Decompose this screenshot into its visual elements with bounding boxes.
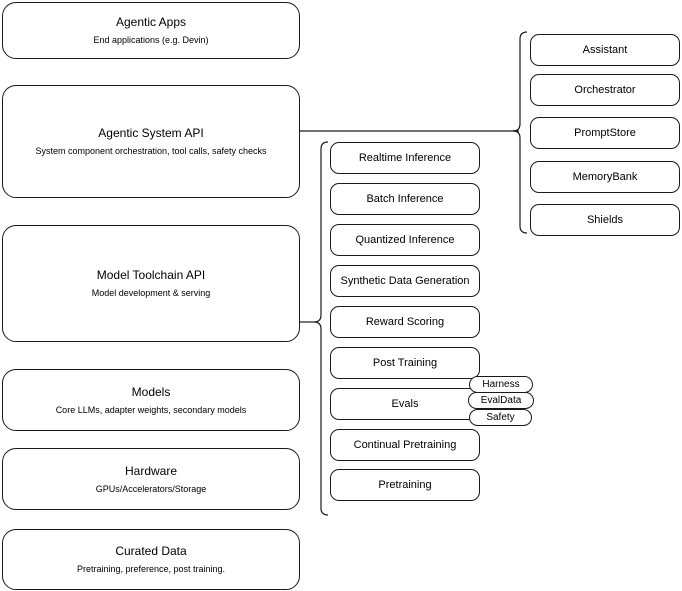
layer-title: Agentic Apps: [115, 15, 187, 29]
system-box-memorybank[interactable]: MemoryBank: [530, 161, 680, 193]
toolchain-label: Quantized Inference: [355, 234, 455, 246]
system-box-promptstore[interactable]: PromptStore: [530, 117, 680, 149]
layer-box-agentic-apps[interactable]: Agentic Apps End applications (e.g. Devi…: [2, 2, 300, 59]
toolchain-box-pretraining[interactable]: Pretraining: [330, 469, 480, 501]
system-box-assistant[interactable]: Assistant: [530, 34, 680, 66]
layer-subtitle: System component orchestration, tool cal…: [35, 146, 267, 156]
eval-tag-evaldata[interactable]: EvalData: [468, 392, 534, 409]
toolchain-box-realtime-inference[interactable]: Realtime Inference: [330, 142, 480, 174]
eval-tag-safety[interactable]: Safety: [469, 409, 532, 426]
toolchain-box-evals[interactable]: Evals: [330, 388, 480, 420]
system-label: Shields: [586, 214, 624, 226]
system-label: Assistant: [582, 44, 628, 56]
bracket-toolchain-components: [313, 141, 329, 516]
toolchain-label: Pretraining: [378, 479, 432, 491]
layer-title: Agentic System API: [98, 126, 204, 140]
eval-tag-label: Harness: [482, 378, 520, 390]
toolchain-label: Batch Inference: [366, 193, 444, 205]
layer-box-curated-data[interactable]: Curated Data Pretraining, preference, po…: [2, 529, 300, 590]
toolchain-label: Post Training: [372, 357, 438, 369]
layer-box-hardware[interactable]: Hardware GPUs/Accelerators/Storage: [2, 448, 300, 510]
toolchain-box-quantized-inference[interactable]: Quantized Inference: [330, 224, 480, 256]
toolchain-label: Reward Scoring: [365, 316, 445, 328]
toolchain-label: Evals: [391, 398, 419, 410]
system-label: Orchestrator: [574, 84, 636, 96]
layer-subtitle: Pretraining, preference, post training.: [76, 564, 226, 574]
eval-tag-label: EvalData: [480, 394, 522, 406]
toolchain-label: Realtime Inference: [358, 152, 452, 164]
system-label: PromptStore: [574, 127, 636, 139]
layer-title: Models: [131, 384, 171, 399]
layer-subtitle: End applications (e.g. Devin): [93, 35, 209, 45]
layer-subtitle: Core LLMs, adapter weights, secondary mo…: [55, 404, 247, 415]
toolchain-label: Synthetic Data Generation: [340, 275, 470, 287]
toolchain-box-synthetic-data-generation[interactable]: Synthetic Data Generation: [330, 265, 480, 297]
layer-box-agentic-system-api[interactable]: Agentic System API System component orch…: [2, 85, 300, 198]
system-label: MemoryBank: [572, 171, 638, 183]
toolchain-box-batch-inference[interactable]: Batch Inference: [330, 183, 480, 215]
layer-subtitle: GPUs/Accelerators/Storage: [95, 483, 207, 494]
layer-title: Hardware: [124, 463, 178, 478]
toolchain-box-reward-scoring[interactable]: Reward Scoring: [330, 306, 480, 338]
eval-tag-label: Safety: [486, 411, 515, 423]
layer-box-model-toolchain-api[interactable]: Model Toolchain API Model development & …: [2, 225, 300, 342]
system-box-orchestrator[interactable]: Orchestrator: [530, 74, 680, 106]
layer-box-models[interactable]: Models Core LLMs, adapter weights, secon…: [2, 369, 300, 431]
system-box-shields[interactable]: Shields: [530, 204, 680, 236]
eval-tag-harness[interactable]: Harness: [469, 376, 533, 393]
toolchain-box-post-training[interactable]: Post Training: [330, 347, 480, 379]
layer-title: Curated Data: [115, 544, 187, 558]
bracket-system-components: [512, 31, 528, 234]
layer-subtitle: Model development & serving: [91, 288, 211, 298]
layer-title: Model Toolchain API: [96, 268, 206, 282]
toolchain-box-continual-pretraining[interactable]: Continual Pretraining: [330, 429, 480, 461]
toolchain-label: Continual Pretraining: [353, 439, 457, 451]
